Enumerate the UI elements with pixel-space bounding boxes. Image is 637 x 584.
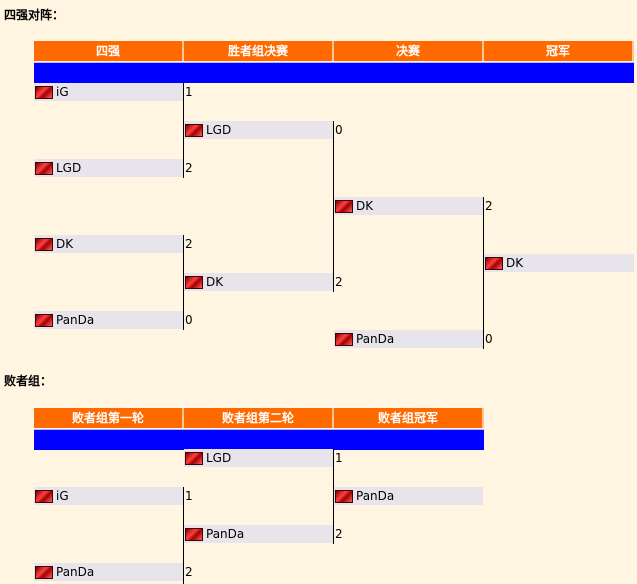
bracket-line [483, 197, 484, 349]
team-slot[interactable]: DK [334, 197, 483, 215]
team-slot[interactable]: DK [34, 235, 183, 253]
lower-header-bar [34, 429, 484, 450]
team-slot[interactable]: PanDa [34, 311, 183, 329]
column-header: 败者组第一轮 [34, 408, 184, 428]
team-slot[interactable]: DK [184, 273, 333, 291]
team-slot[interactable]: LGD [34, 159, 183, 177]
team-slot[interactable]: iG [34, 487, 183, 505]
team-name: DK [206, 275, 224, 289]
team-flag-icon [35, 86, 53, 99]
upper-header-bar [34, 62, 634, 83]
team-name: DK [356, 199, 374, 213]
team-score: 0 [485, 332, 493, 346]
team-name: DK [56, 237, 74, 251]
bracket-line [183, 487, 184, 584]
team-flag-icon [485, 257, 503, 270]
team-score: 0 [335, 123, 343, 137]
upper-bracket-title: 四强对阵： [4, 8, 65, 22]
team-slot[interactable]: iG [34, 83, 183, 101]
bracket-line [183, 235, 184, 330]
team-slot[interactable]: PanDa [334, 330, 483, 348]
bracket-line [183, 83, 184, 178]
team-name: PanDa [356, 489, 395, 503]
team-slot[interactable]: DK [484, 254, 634, 272]
team-name: LGD [206, 451, 232, 465]
team-score: 2 [185, 565, 193, 579]
team-flag-icon [185, 276, 203, 289]
team-score: 2 [335, 527, 343, 541]
team-slot[interactable]: PanDa [34, 563, 183, 581]
column-header: 冠军 [484, 41, 634, 61]
team-name: PanDa [56, 313, 95, 327]
team-slot[interactable]: PanDa [334, 487, 483, 505]
bracket-line [333, 449, 334, 544]
team-name: DK [506, 256, 524, 270]
team-flag-icon [335, 200, 353, 213]
team-score: 2 [335, 275, 343, 289]
team-name: PanDa [56, 565, 95, 579]
team-name: LGD [56, 161, 82, 175]
column-header: 四强 [34, 41, 184, 61]
team-name: iG [56, 489, 69, 503]
team-flag-icon [35, 490, 53, 503]
column-header: 败者组第二轮 [184, 408, 334, 428]
team-score: 2 [485, 199, 493, 213]
team-score: 1 [185, 85, 193, 99]
team-name: iG [56, 85, 69, 99]
team-slot[interactable]: PanDa [184, 525, 333, 543]
team-score: 0 [185, 313, 193, 327]
column-header: 败者组冠军 [334, 408, 484, 428]
team-score: 1 [335, 451, 343, 465]
team-flag-icon [35, 566, 53, 579]
team-name: PanDa [356, 332, 395, 346]
team-flag-icon [185, 452, 203, 465]
column-header: 决赛 [334, 41, 484, 61]
team-slot[interactable]: LGD [184, 449, 333, 467]
team-slot[interactable]: LGD [184, 121, 333, 139]
bracket-line [333, 121, 334, 292]
team-flag-icon [35, 314, 53, 327]
team-flag-icon [185, 124, 203, 137]
column-header: 胜者组决赛 [184, 41, 334, 61]
team-score: 2 [185, 161, 193, 175]
team-flag-icon [35, 162, 53, 175]
team-flag-icon [335, 490, 353, 503]
team-flag-icon [35, 238, 53, 251]
team-name: LGD [206, 123, 232, 137]
team-score: 1 [185, 489, 193, 503]
team-name: PanDa [206, 527, 245, 541]
team-flag-icon [335, 333, 353, 346]
team-score: 2 [185, 237, 193, 251]
lower-bracket-title: 败者组： [4, 374, 53, 388]
team-flag-icon [185, 528, 203, 541]
